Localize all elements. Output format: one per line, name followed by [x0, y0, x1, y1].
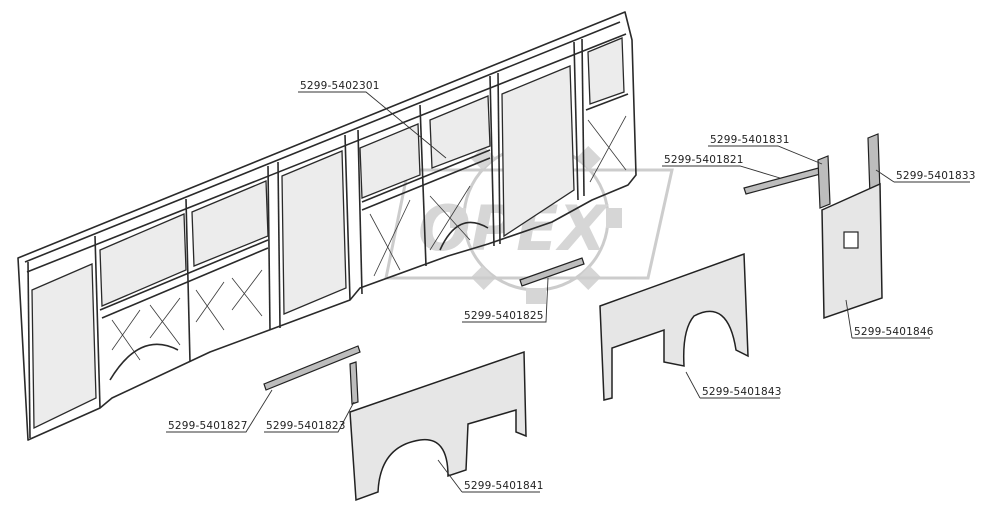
part-5401831-strip: [817, 155, 831, 209]
label-5401825: 5299-5401825: [464, 310, 544, 322]
watermark-logo: OPEX: [384, 132, 674, 304]
part-5401843-panel: [599, 252, 749, 401]
label-5401846: 5299-5401846: [854, 326, 934, 338]
part-5401846-cutout: [843, 231, 859, 249]
part-5401827-bar: [263, 345, 361, 391]
part-5401841-panel: [349, 350, 527, 502]
label-5401827: 5299-5401827: [168, 420, 248, 432]
part-5401821-bar: [743, 165, 829, 195]
label-5401841: 5299-5401841: [464, 480, 544, 492]
label-5402301: 5299-5402301: [300, 80, 380, 92]
part-5401825-bar: [519, 257, 585, 287]
label-5401831: 5299-5401831: [710, 134, 790, 146]
leader-lines: [166, 91, 970, 493]
label-5401821: 5299-5401821: [664, 154, 744, 166]
label-5401833: 5299-5401833: [896, 170, 976, 182]
label-5401843: 5299-5401843: [702, 386, 782, 398]
label-5401823: 5299-5401823: [266, 420, 346, 432]
side-frame-assembly: [17, 11, 637, 441]
part-5401846-panel: [821, 182, 883, 320]
part-5401823-strip: [349, 361, 359, 405]
